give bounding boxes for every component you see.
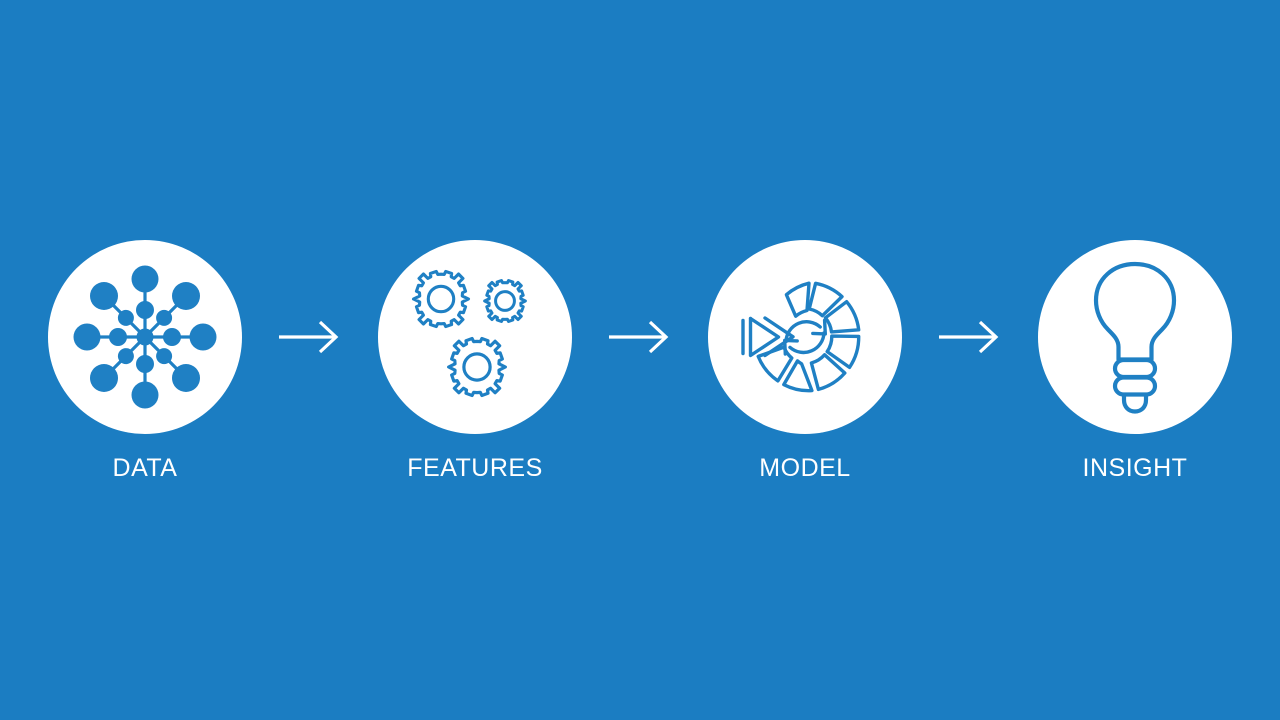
flow-step-label-insight: INSIGHT <box>1082 453 1188 482</box>
flow-step-model[interactable]: MODEL <box>708 239 902 482</box>
arrow-right-icon <box>279 320 339 353</box>
flow-step-label-data: DATA <box>112 453 178 482</box>
arrow-right-icon <box>609 320 669 353</box>
arrow-right-icon <box>939 320 999 353</box>
flow-connector-data-to-features <box>242 320 378 354</box>
flow-step-features[interactable]: FEATURES <box>378 239 572 482</box>
flow-step-label-model: MODEL <box>759 453 851 482</box>
flow-step-data[interactable]: DATA <box>48 239 242 482</box>
model-wheel-icon <box>741 281 861 392</box>
network-hub-icon <box>73 265 217 408</box>
flow-step-label-features: FEATURES <box>407 453 543 482</box>
icon-disc-model <box>708 239 902 434</box>
flow-step-insight[interactable]: INSIGHT <box>1038 239 1232 482</box>
icon-disc-features <box>378 239 572 434</box>
flow-connector-model-to-insight <box>902 320 1038 354</box>
gears-icon <box>411 269 527 397</box>
icon-disc-data <box>48 239 242 434</box>
icon-disc-insight <box>1038 239 1232 434</box>
lightbulb-icon <box>1093 261 1177 414</box>
flow-connector-features-to-model <box>572 320 708 354</box>
